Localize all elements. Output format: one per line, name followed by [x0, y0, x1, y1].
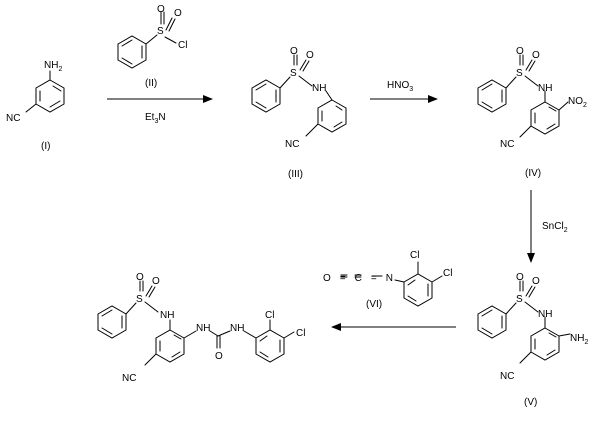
nitro-label: NO2 [568, 96, 587, 109]
compound-i: NH2 NC (I) [6, 60, 65, 152]
chlorine-label: Cl [443, 268, 452, 279]
sulfur-label: S [157, 26, 164, 37]
chlorine-label: Cl [296, 328, 305, 339]
chlorine-label: Cl [178, 40, 187, 51]
compound-iii-bonds [251, 54, 347, 137]
nh-label: NH [538, 83, 552, 94]
amine-label: NH2 [570, 333, 588, 346]
oxygen-label: O [136, 272, 144, 283]
oxygen-label: O [532, 276, 540, 287]
nh-label: NH [230, 323, 244, 334]
nitration-reagent-label: HNO3 [387, 80, 413, 93]
compound-iii-label: (III) [288, 169, 303, 180]
nh-label: NH [160, 310, 174, 321]
sulfur-label: S [290, 68, 297, 79]
amine-label: NH2 [44, 60, 62, 73]
compound-iv-bonds [477, 54, 569, 138]
sulfur-label: S [136, 294, 143, 305]
nh-label: NH [312, 83, 326, 94]
compound-vi-bonds [340, 261, 443, 307]
nitrile-label: NC [122, 373, 136, 384]
chlorine-label: Cl [410, 250, 419, 261]
oxygen-label: O [516, 46, 524, 57]
compound-vi: O=C=N Cl Cl (VI) [323, 250, 452, 310]
reduction-reagent-label: SnCl2 [542, 221, 568, 234]
sulfur-label: S [516, 294, 523, 305]
compound-v-bonds [477, 280, 571, 364]
oxygen-label: O [174, 8, 182, 19]
base-reagent-label: Et3N [145, 112, 166, 125]
oxygen-label: O [532, 50, 540, 61]
oxygen-label: O [152, 276, 160, 287]
compound-vi-label: (VI) [366, 299, 382, 310]
isocyanate-label: O=C=N [323, 273, 393, 284]
compound-i-label: (I) [41, 141, 50, 152]
compound-i-ring [25, 70, 65, 113]
oxygen-label: O [215, 351, 223, 362]
nitrile-label: NC [6, 113, 20, 124]
compound-v: S O O NH NH2 NC (V) [477, 272, 588, 408]
nitrile-label: NC [285, 139, 299, 150]
nh-label: NH [196, 323, 210, 334]
final-product: S O O NH NH NH O Cl Cl NC [97, 272, 305, 384]
compound-ii: S O O Cl (II) [117, 4, 187, 89]
oxygen-label: O [157, 4, 165, 15]
nitrile-label: NC [500, 139, 514, 150]
nitrile-label: NC [500, 371, 514, 382]
compound-iv-label: (IV) [525, 168, 541, 179]
chlorine-label: Cl [265, 310, 274, 321]
oxygen-label: O [290, 46, 298, 57]
compound-iii: S O O NH NC (III) [251, 46, 347, 180]
compound-v-label: (V) [524, 397, 537, 408]
compound-ii-bonds [117, 11, 177, 69]
compound-iv: S O O NH NO2 NC (IV) [477, 46, 587, 179]
oxygen-label: O [516, 272, 524, 283]
compound-ii-label: (II) [145, 78, 157, 89]
nh-label: NH [538, 309, 552, 320]
final-product-bonds [97, 280, 295, 366]
sulfur-label: S [516, 68, 523, 79]
oxygen-label: O [306, 50, 314, 61]
